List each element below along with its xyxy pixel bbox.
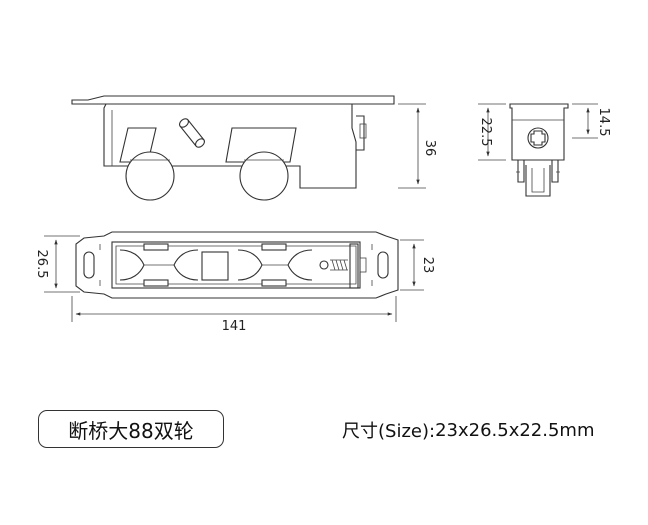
dim-side-height: 36: [398, 103, 437, 189]
end-view: [509, 103, 569, 197]
plan-wheel-left: [119, 243, 199, 287]
plan-view: [75, 231, 399, 299]
product-name-badge: 断桥大88双轮: [38, 410, 224, 448]
side-wheel-right: [239, 151, 289, 201]
plan-slot-right: [377, 251, 389, 279]
dim-plan-width: 26.5: [34, 235, 80, 293]
dim-plan-inner: 23: [400, 239, 435, 291]
plan-adjuster-screw: [319, 243, 367, 289]
side-end-bracket: [356, 115, 365, 151]
plan-center-block: [201, 251, 229, 281]
side-body: [103, 103, 357, 189]
plan-wheel-right: [237, 243, 313, 287]
dim-label-side-height: 36: [422, 140, 437, 157]
dim-end-height: 22.5: [478, 103, 506, 161]
side-wheel-left: [125, 151, 175, 201]
side-top-plate: [71, 95, 395, 105]
side-axle-pin: [179, 118, 205, 148]
size-value: 23x26.5x22.5mm: [435, 419, 595, 441]
dim-label-plan-length: 141: [222, 319, 247, 334]
product-name: 断桥大88双轮: [68, 418, 194, 443]
dim-label-plan-inner: 23: [420, 257, 435, 274]
end-screw: [527, 127, 549, 149]
size-label: 尺寸(Size):: [342, 421, 436, 442]
size-spec: 尺寸(Size): 23x26.5x22.5mm: [342, 418, 595, 443]
dim-label-end-height: 22.5: [478, 118, 493, 147]
side-wheel-slot-right: [225, 127, 297, 163]
side-view: [71, 95, 395, 201]
dim-label-plan-width: 26.5: [34, 250, 49, 279]
dim-end-top: 14.5: [572, 103, 611, 139]
dim-plan-length: 141: [71, 296, 397, 334]
plan-slot-left: [83, 251, 95, 279]
dim-label-end-top: 14.5: [596, 108, 611, 137]
